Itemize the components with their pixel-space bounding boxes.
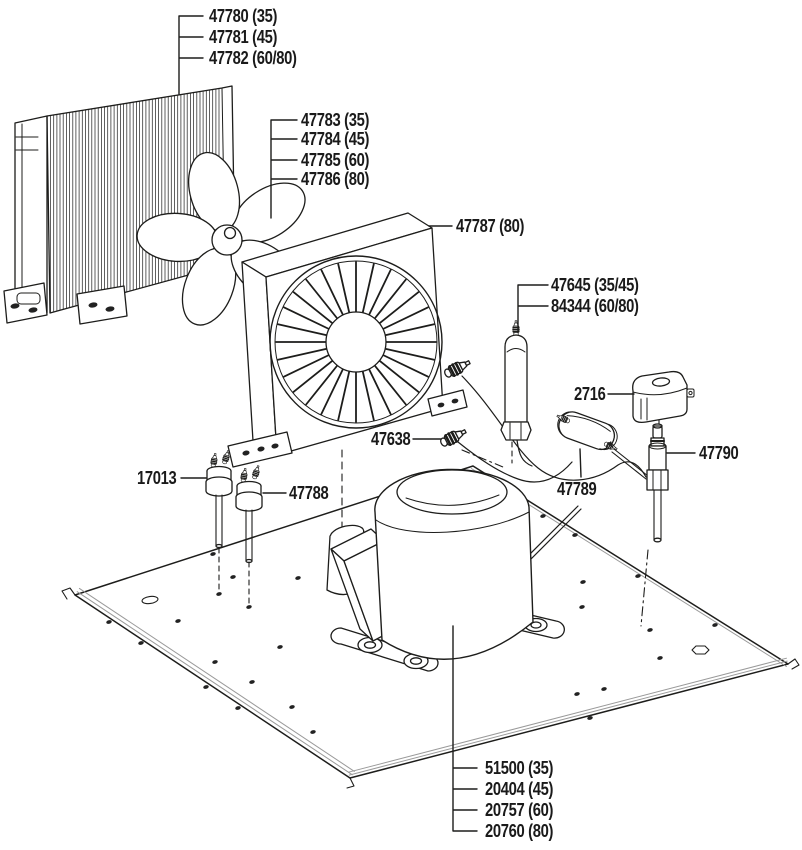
- part-label-20404: 20404 (45): [485, 779, 554, 799]
- part-label-47788: 47788: [289, 483, 329, 503]
- part-label-47785: 47785 (60): [301, 150, 370, 170]
- valve-assembly: [608, 423, 669, 543]
- part-label-47781: 47781 (45): [209, 27, 278, 47]
- part-label-47789: 47789: [557, 479, 597, 499]
- part-label-47782: 47782 (60/80): [209, 48, 297, 68]
- access-fitting-upper: [441, 355, 474, 381]
- part-label-47780: 47780 (35): [209, 6, 278, 26]
- access-fitting-47638: [437, 424, 470, 450]
- part-label-47638: 47638: [371, 429, 411, 449]
- part-label-47787: 47787 (80): [456, 216, 525, 236]
- part-label-47790: 47790: [699, 443, 739, 463]
- plate-holes: [106, 514, 718, 734]
- compressor: [326, 468, 565, 672]
- shroud-feet: [227, 389, 468, 468]
- part-label-47783: 47783 (35): [301, 110, 370, 130]
- muffler: [555, 411, 619, 453]
- part-label-20760: 20760 (80): [485, 821, 554, 841]
- fan-grille: [275, 261, 437, 423]
- part-label-47784: 47784 (45): [301, 129, 370, 149]
- solenoid-coil: [632, 370, 695, 424]
- part-label-17013: 17013: [137, 468, 177, 488]
- mounting-grommet-a: [206, 450, 232, 547]
- part-label-47645: 47645 (35/45): [551, 275, 639, 295]
- fan-shroud: [227, 212, 468, 468]
- part-label-84344: 84344 (60/80): [551, 296, 639, 316]
- callout-leader-lines: [178, 15, 696, 832]
- part-label-51500: 51500 (35): [485, 758, 554, 778]
- coil-feet: [3, 282, 128, 325]
- terminal-box: [326, 524, 414, 642]
- part-label-47786: 47786 (80): [301, 169, 370, 189]
- hidden-alignment-lines: [218, 419, 660, 627]
- part-label-20757: 20757 (60): [485, 800, 554, 820]
- filter-drier: [500, 320, 532, 441]
- part-label-2716: 2716: [574, 384, 606, 404]
